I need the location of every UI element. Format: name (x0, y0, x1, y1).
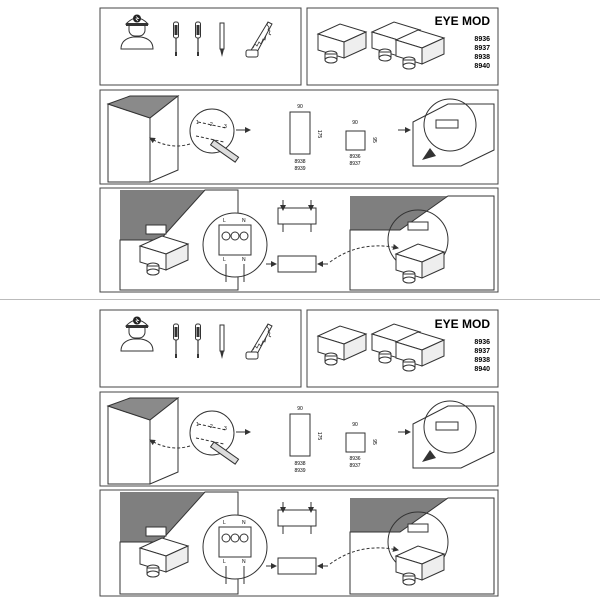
svg-text:175: 175 (316, 130, 322, 139)
product-code: 8938 (474, 357, 490, 364)
step-2-panel: 2 L N L N (99, 187, 499, 293)
svg-text:175: 175 (316, 432, 322, 441)
product-code: 8936 (474, 36, 490, 43)
product-code: 8936 (474, 339, 490, 346)
svg-text:L: L (223, 520, 226, 526)
svg-text:8939: 8939 (294, 166, 305, 172)
instruction-sheet-top: EYE MOD 8936 8937 8938 8940 1 1 2 3 90 1… (99, 7, 499, 293)
page-divider (0, 299, 600, 300)
svg-text:1: 1 (196, 422, 199, 428)
product-code: 8937 (474, 348, 490, 355)
svg-text:3: 3 (224, 124, 227, 130)
product-panel: EYE MOD 8936 8937 8938 8940 (306, 309, 499, 388)
svg-text:8938: 8938 (294, 159, 305, 165)
instruction-drawing: EYE MOD 8936 8937 8938 8940 1 1 2 3 90 1… (99, 7, 499, 293)
svg-text:8937: 8937 (349, 463, 360, 469)
step-1-panel: 1 1 2 3 90 175 8938 8939 90 95 8936 8937 (99, 88, 499, 185)
product-code: 8937 (474, 45, 490, 52)
tools-panel (99, 7, 302, 86)
svg-text:N: N (242, 520, 246, 526)
product-title: EYE MOD (435, 14, 491, 28)
tools-panel (99, 309, 302, 388)
svg-text:8936: 8936 (349, 154, 360, 160)
svg-text:95: 95 (371, 137, 377, 143)
cutout-square (345, 130, 366, 151)
cutout-square (345, 432, 366, 453)
svg-text:3: 3 (224, 426, 227, 432)
svg-text:90: 90 (352, 120, 358, 126)
instruction-sheet-bottom: EYE MOD 8936 8937 8938 8940 1 1 2 3 90 1… (0, 300, 600, 600)
svg-text:N: N (242, 559, 246, 565)
svg-text:2: 2 (210, 122, 213, 128)
svg-text:8937: 8937 (349, 161, 360, 167)
svg-text:90: 90 (297, 104, 303, 110)
svg-text:8938: 8938 (294, 461, 305, 467)
product-code: 8940 (474, 366, 490, 373)
svg-text:95: 95 (371, 439, 377, 445)
saw-blade-icon (209, 441, 240, 465)
svg-text:90: 90 (352, 422, 358, 428)
step-2-panel: 2 L N L N (99, 489, 499, 597)
svg-text:1: 1 (196, 120, 199, 126)
product-panel: EYE MOD 8936 8937 8938 8940 (306, 7, 499, 86)
svg-text:N: N (242, 257, 246, 263)
product-code: 8938 (474, 54, 490, 61)
instruction-drawing-copy: EYE MOD 8936 8937 8938 8940 1 1 2 3 90 1… (99, 309, 499, 597)
svg-text:2: 2 (210, 424, 213, 430)
svg-text:90: 90 (297, 406, 303, 412)
svg-text:L: L (223, 559, 226, 565)
svg-text:L: L (223, 257, 226, 263)
product-code: 8940 (474, 63, 490, 70)
product-title: EYE MOD (435, 317, 491, 331)
svg-text:8936: 8936 (349, 456, 360, 462)
svg-text:8939: 8939 (294, 468, 305, 474)
cutout-rectangle-tall (289, 413, 311, 457)
cutout-rectangle-tall (289, 111, 311, 155)
svg-text:L: L (223, 218, 226, 224)
step-1-panel: 1 1 2 3 90 175 8938 8939 90 95 8936 8937 (99, 390, 499, 487)
saw-blade-icon (209, 139, 240, 163)
svg-text:N: N (242, 218, 246, 224)
